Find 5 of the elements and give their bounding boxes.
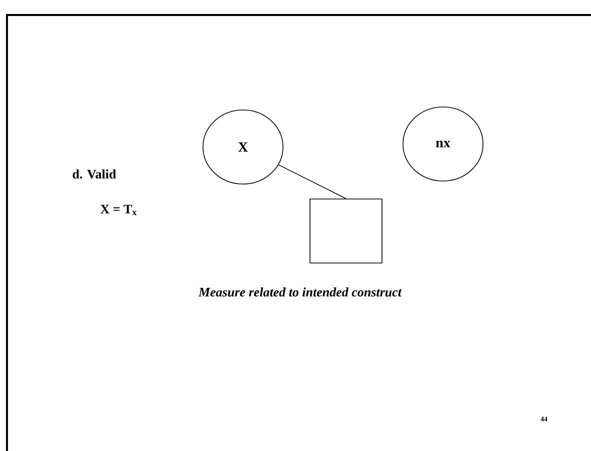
caption: Measure related to intended construct [198,287,402,297]
measure-box [310,198,382,264]
connector-line [278,164,346,199]
list-item-heading: d. Valid [72,169,116,179]
formula: X = T$_{x}$ [100,204,137,216]
